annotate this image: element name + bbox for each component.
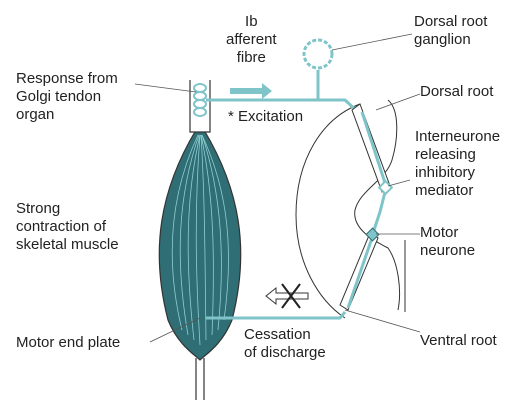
contraction-label: Strong contraction of skeletal muscle <box>16 200 119 254</box>
golgi-response-label: Response from Golgi tendon organ <box>16 70 118 124</box>
interneurone <box>372 181 392 236</box>
dorsal-root-ganglion-shape <box>304 40 332 68</box>
ventral-root-bundle <box>340 228 379 310</box>
dorsal-root-bundle <box>352 104 390 192</box>
excitation-label: * Excitation <box>228 108 303 126</box>
afferent-fibre-label: Ib afferent fibre <box>226 13 277 67</box>
right-arrow-icon <box>230 83 272 99</box>
afferent-fibre <box>206 70 358 112</box>
interneurone-label: Interneurone releasing inhibitory mediat… <box>415 128 500 200</box>
dorsal-root-label: Dorsal root <box>420 83 493 101</box>
dorsal-root-ganglion-label: Dorsal root ganglion <box>414 13 487 49</box>
motor-neurone-label: Motor neurone <box>420 224 475 260</box>
cessation-label: Cessation of discharge <box>244 326 326 362</box>
skeletal-muscle <box>159 80 240 400</box>
motor-end-plate-label: Motor end plate <box>16 334 120 352</box>
ventral-root-label: Ventral root <box>420 332 497 350</box>
crossed-arrow-icon <box>266 284 308 308</box>
